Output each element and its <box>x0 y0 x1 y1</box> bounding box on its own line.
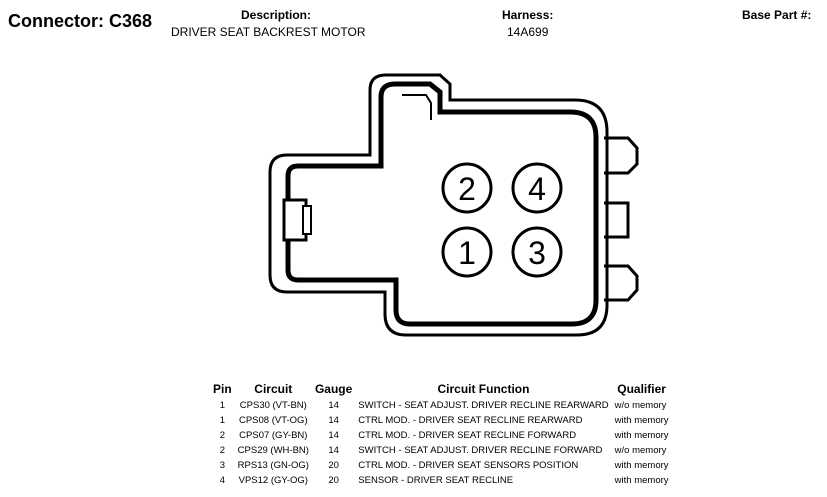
header-function: Circuit Function <box>437 382 530 396</box>
table-row: 2 CPS07 (GY-BN) 14 CTRL MOD. - DRIVER SE… <box>210 428 672 443</box>
cell-circuit: VPS12 (GY-OG) <box>238 475 308 486</box>
harness-value: 14A699 <box>507 25 549 39</box>
cell-pin: 4 <box>219 475 225 486</box>
table-row: 2 CPS29 (WH-BN) 14 SWITCH - SEAT ADJUST.… <box>210 443 672 458</box>
connector-face-diagram: 2 4 1 3 <box>268 73 639 337</box>
connector-tabs <box>604 136 639 302</box>
description-value: DRIVER SEAT BACKREST MOTOR <box>171 25 366 39</box>
cell-qualifier: with memory <box>614 430 669 441</box>
harness-label: Harness: <box>502 8 554 22</box>
table-row: 1 CPS30 (VT-BN) 14 SWITCH - SEAT ADJUST.… <box>210 398 672 413</box>
header-qualifier: Qualifier <box>617 382 666 396</box>
base-part-label: Base Part #: <box>742 8 812 22</box>
cell-gauge: 14 <box>328 415 339 426</box>
cell-function: SENSOR - DRIVER SEAT RECLINE <box>358 475 514 486</box>
cell-pin: 2 <box>219 430 225 441</box>
cell-function: SWITCH - SEAT ADJUST. DRIVER RECLINE REA… <box>358 400 609 411</box>
cell-function: CTRL MOD. - DRIVER SEAT RECLINE REARWARD <box>358 415 583 426</box>
table-row: 4 VPS12 (GY-OG) 20 SENSOR - DRIVER SEAT … <box>210 473 672 488</box>
table-row: 3 RPS13 (GN-OG) 20 CTRL MOD. - DRIVER SE… <box>210 458 672 473</box>
cell-pin: 2 <box>219 445 225 456</box>
cell-qualifier: w/o memory <box>614 445 667 456</box>
cell-circuit: CPS30 (VT-BN) <box>239 400 307 411</box>
cell-pin: 1 <box>219 415 225 426</box>
pin-cavity-4: 4 <box>511 162 563 214</box>
pin-cavity-2: 2 <box>441 162 493 214</box>
pin-label-1: 1 <box>458 235 476 271</box>
cell-gauge: 14 <box>328 400 339 411</box>
connector-body <box>268 73 609 337</box>
header-pin: Pin <box>213 382 232 396</box>
pin-cavity-3: 3 <box>511 226 563 278</box>
cell-gauge: 14 <box>328 445 339 456</box>
table-row: 1 CPS08 (VT-OG) 14 CTRL MOD. - DRIVER SE… <box>210 413 672 428</box>
header-circuit: Circuit <box>254 382 293 396</box>
cell-qualifier: w/o memory <box>614 400 667 411</box>
connector-title: Connector: C368 <box>8 11 153 31</box>
cell-gauge: 14 <box>328 430 339 441</box>
pin-label-2: 2 <box>458 171 476 207</box>
cell-circuit: RPS13 (GN-OG) <box>237 460 309 471</box>
pin-table: Pin Circuit Gauge Circuit Function Quali… <box>210 382 672 488</box>
pin-cavity-1: 1 <box>441 226 493 278</box>
cell-gauge: 20 <box>328 460 339 471</box>
cell-gauge: 20 <box>328 475 339 486</box>
cell-circuit: CPS08 (VT-OG) <box>238 415 308 426</box>
pin-table-header: Pin Circuit Gauge Circuit Function Quali… <box>210 382 672 398</box>
cell-function: CTRL MOD. - DRIVER SEAT RECLINE FORWARD <box>358 430 577 441</box>
cell-circuit: CPS07 (GY-BN) <box>239 430 308 441</box>
cell-pin: 1 <box>219 400 225 411</box>
description-label: Description: <box>241 8 312 22</box>
header-gauge: Gauge <box>314 382 353 396</box>
cell-qualifier: with memory <box>614 475 669 486</box>
cell-qualifier: with memory <box>614 415 669 426</box>
cell-circuit: CPS29 (WH-BN) <box>237 445 309 456</box>
pin-label-3: 3 <box>528 235 546 271</box>
connector-latch <box>282 198 312 242</box>
cell-pin: 3 <box>219 460 225 471</box>
cell-qualifier: with memory <box>614 460 669 471</box>
pin-label-4: 4 <box>528 171 546 207</box>
cell-function: SWITCH - SEAT ADJUST. DRIVER RECLINE FOR… <box>358 445 603 456</box>
cell-function: CTRL MOD. - DRIVER SEAT SENSORS POSITION <box>358 460 579 471</box>
